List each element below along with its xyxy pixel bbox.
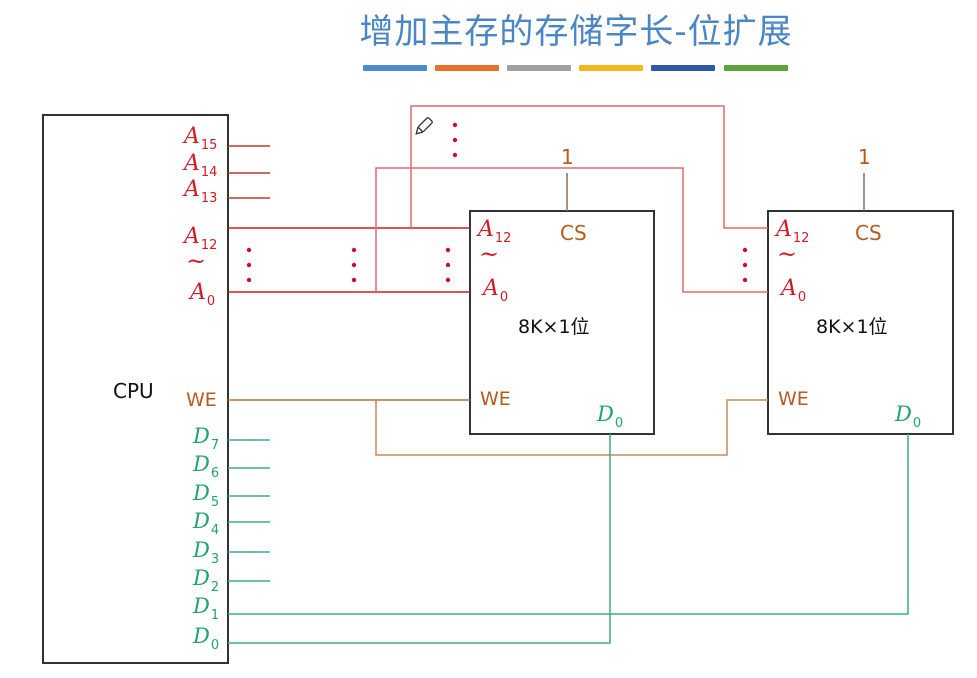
chip-2-pin-a0: A0 bbox=[781, 276, 807, 305]
ellipsis-dot bbox=[246, 247, 252, 253]
cpu-pin-d5: D5 bbox=[193, 481, 220, 510]
chip-1-range-symbol: ~ bbox=[479, 240, 500, 268]
ellipsis-dots bbox=[246, 122, 748, 283]
chip-2-cs-value: 1 bbox=[858, 145, 871, 169]
chip-1-capacity-label: 8K×1位 bbox=[518, 316, 590, 338]
cpu-pin-a14: A14 bbox=[184, 151, 218, 180]
ellipsis-dot bbox=[452, 152, 458, 158]
a12-wire-chip2 bbox=[410, 105, 768, 229]
cpu-label: CPU bbox=[113, 379, 154, 403]
chip-1-cs-label: CS bbox=[560, 221, 587, 245]
d1-wire-chip2 bbox=[228, 434, 909, 615]
ellipsis-dot bbox=[246, 277, 252, 283]
title-decoration-bars bbox=[363, 65, 788, 71]
cpu-pin-d0: D0 bbox=[193, 624, 220, 653]
chip-2-cs-label: CS bbox=[855, 221, 882, 245]
title-bar-1 bbox=[363, 65, 427, 71]
d0-wire-chip1 bbox=[228, 434, 611, 644]
unused-data-stubs bbox=[228, 439, 270, 582]
ellipsis-dot bbox=[742, 247, 748, 253]
chip-1-pin-d0: D0 bbox=[597, 402, 624, 431]
pencil-icon[interactable] bbox=[414, 117, 433, 136]
ellipsis-dot bbox=[445, 262, 451, 268]
we-wire-chip2 bbox=[375, 399, 768, 456]
page-title: 增加主存的存储字长-位扩展 bbox=[359, 12, 793, 52]
ellipsis-dot bbox=[445, 277, 451, 283]
chip-1-pin-a0: A0 bbox=[483, 276, 509, 305]
cpu-pin-d6: D6 bbox=[193, 452, 220, 481]
cpu-pin-a12: A12 bbox=[184, 224, 218, 253]
cpu-pin-a0: A0 bbox=[190, 280, 216, 309]
ellipsis-dot bbox=[452, 137, 458, 143]
chip-2-pin-a12: A12 bbox=[776, 217, 810, 246]
chip-1-cs-value: 1 bbox=[561, 145, 574, 169]
ellipsis-dot bbox=[351, 277, 357, 283]
a0-wire-chip2 bbox=[375, 167, 768, 293]
cpu-pin-a13: A13 bbox=[184, 177, 218, 206]
ellipsis-dot bbox=[742, 262, 748, 268]
cpu-pin-d1: D1 bbox=[193, 594, 220, 623]
chip-2-pin-d0: D0 bbox=[895, 402, 922, 431]
chip-2-pin-we: WE bbox=[778, 388, 809, 410]
ellipsis-dot bbox=[742, 277, 748, 283]
ellipsis-dot bbox=[445, 247, 451, 253]
chip-2-box bbox=[767, 210, 954, 435]
ellipsis-dot bbox=[351, 262, 357, 268]
cpu-address-range-symbol: ~ bbox=[186, 247, 207, 275]
cpu-pin-d2: D2 bbox=[193, 566, 220, 595]
chip-1-pin-a12: A12 bbox=[478, 217, 512, 246]
ellipsis-dot bbox=[452, 122, 458, 128]
ellipsis-dot bbox=[246, 262, 252, 268]
title-bar-2 bbox=[435, 65, 499, 71]
ellipsis-dot bbox=[351, 247, 357, 253]
title-bar-4 bbox=[579, 65, 643, 71]
cpu-pin-d3: D3 bbox=[193, 538, 220, 567]
chip-2-range-symbol: ~ bbox=[777, 240, 798, 268]
chip-1-pin-we: WE bbox=[480, 388, 511, 410]
cpu-pin-a15: A15 bbox=[184, 124, 218, 153]
title-bar-5 bbox=[651, 65, 715, 71]
chip-1-box bbox=[469, 210, 655, 435]
cpu-box bbox=[42, 114, 229, 664]
title-bar-3 bbox=[507, 65, 571, 71]
title-bar-6 bbox=[724, 65, 788, 71]
chip-2-capacity-label: 8K×1位 bbox=[816, 316, 888, 338]
cpu-pin-d4: D4 bbox=[193, 509, 220, 538]
cpu-pin-d7: D7 bbox=[193, 424, 220, 453]
cpu-pin-we: WE bbox=[186, 389, 217, 411]
